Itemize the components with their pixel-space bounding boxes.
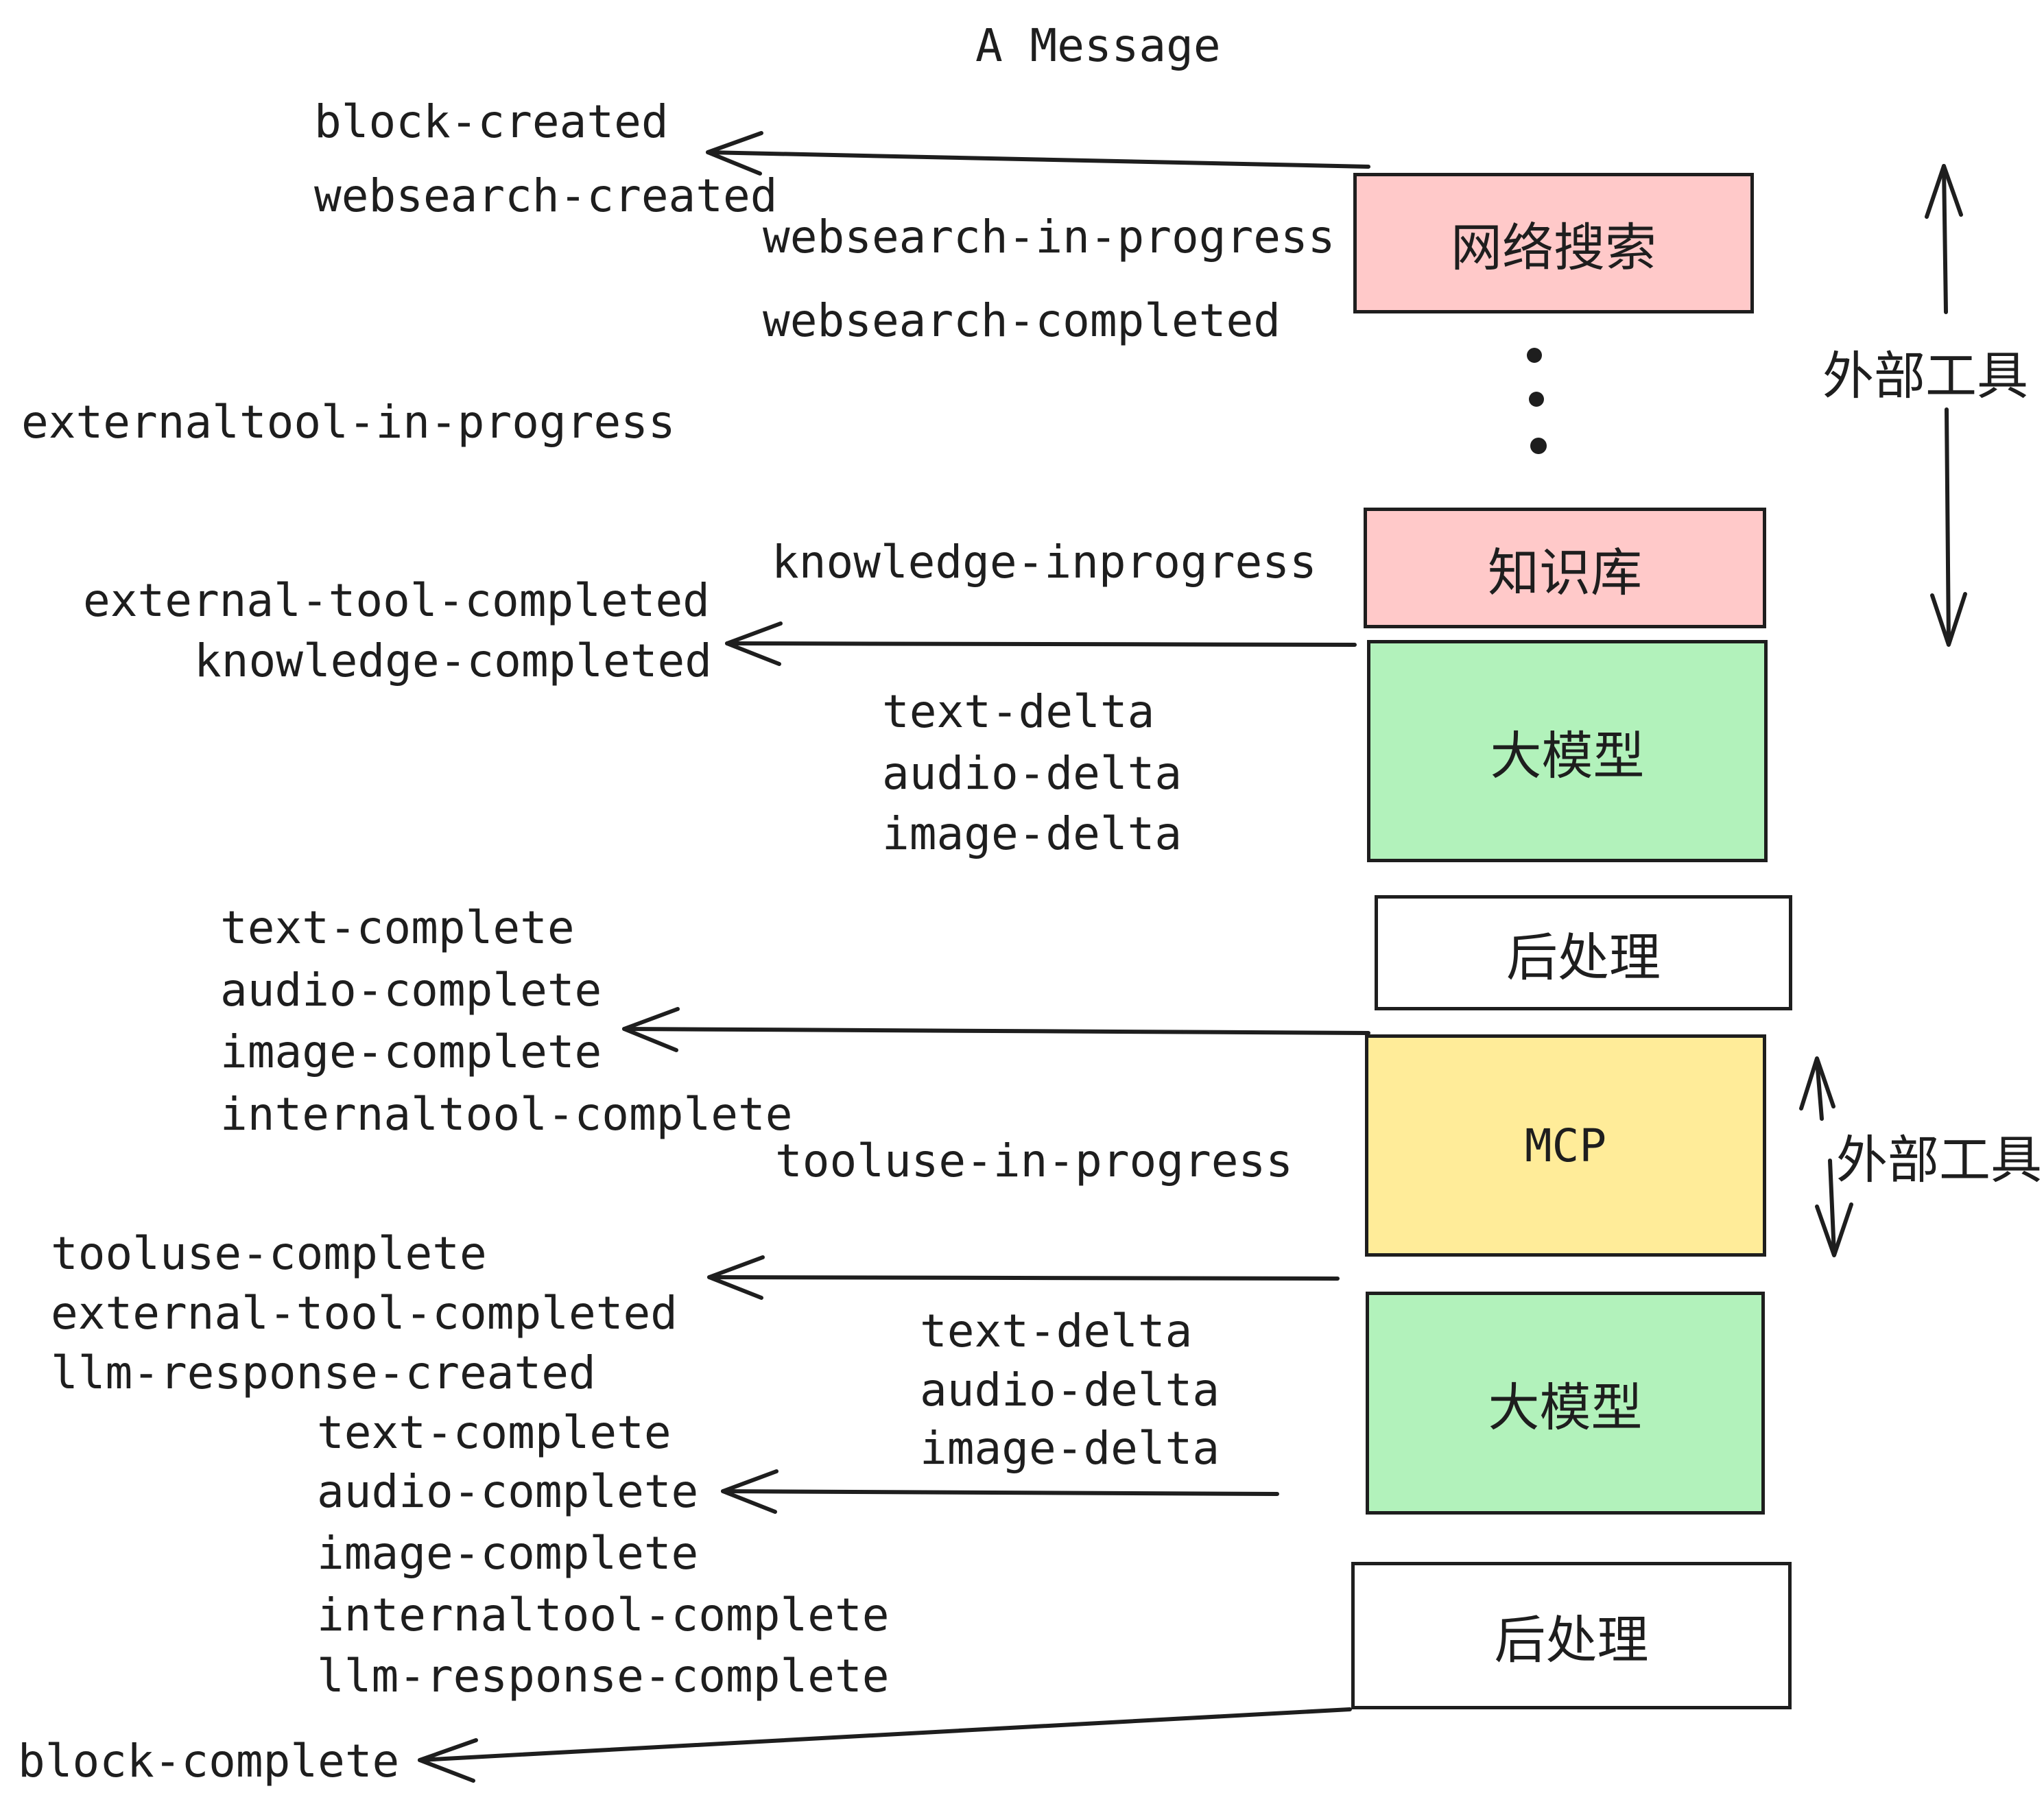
event-audio-complete: audio-complete xyxy=(317,1465,699,1518)
box-llm-bottom-label: 大模型 xyxy=(1488,1377,1643,1438)
event-externaltool-in-progress: externaltool-in-progress xyxy=(21,396,676,449)
event-image-complete: image-complete xyxy=(317,1527,699,1580)
box-websearch: 网络搜索 xyxy=(1353,173,1754,313)
event-audio-delta: audio-delta xyxy=(920,1364,1220,1416)
box-knowledge-label: 知识库 xyxy=(1487,542,1642,603)
event-tooluse-in-progress: tooluse-in-progress xyxy=(775,1135,1293,1187)
event-internaltool-complete: internaltool-complete xyxy=(220,1088,793,1141)
event-websearch-created: websearch-created xyxy=(314,169,778,222)
event-websearch-completed: websearch-completed xyxy=(763,294,1281,347)
event-llm-response-complete: llm-response-complete xyxy=(317,1650,890,1702)
double-arrow-external-tools-mcp xyxy=(1799,1056,1853,1257)
event-audio-complete: audio-complete xyxy=(220,964,602,1017)
box-postprocess-top: 后处理 xyxy=(1375,895,1792,1010)
box-mcp: MCP xyxy=(1365,1034,1766,1257)
event-audio-delta: audio-delta xyxy=(882,747,1183,800)
ellipsis-dots xyxy=(1527,348,1547,454)
box-llm-top: 大模型 xyxy=(1367,640,1768,862)
box-llm-bottom: 大模型 xyxy=(1366,1292,1765,1515)
box-llm-top-label: 大模型 xyxy=(1490,725,1645,786)
event-text-delta: text-delta xyxy=(882,685,1155,738)
event-external-tool-completed: external-tool-completed xyxy=(51,1287,678,1340)
box-knowledge-base: 知识库 xyxy=(1364,508,1766,628)
box-postprocess-bottom-label: 后处理 xyxy=(1494,1610,1649,1670)
arrow-to-knowledge-completed xyxy=(725,621,1357,666)
double-arrow-external-tools-top xyxy=(1925,164,1967,647)
arrow-to-tooluse-complete xyxy=(707,1255,1340,1300)
event-text-delta: text-delta xyxy=(920,1305,1193,1357)
event-external-tool-completed: external-tool-completed xyxy=(83,574,710,627)
arrow-websearch-to-created xyxy=(706,131,1370,176)
event-llm-response-created: llm-response-created xyxy=(51,1346,596,1399)
event-image-delta: image-delta xyxy=(920,1422,1220,1475)
label-external-tools-bottom: 外部工具 xyxy=(1836,1130,2043,1190)
event-text-complete: text-complete xyxy=(317,1406,672,1459)
event-image-delta: image-delta xyxy=(882,807,1183,860)
event-knowledge-completed: knowledge-completed xyxy=(194,634,712,687)
diagram-title: A Message xyxy=(975,19,1221,72)
event-block-complete: block-complete xyxy=(18,1735,400,1788)
event-image-complete: image-complete xyxy=(220,1025,602,1078)
arrow-to-block-complete xyxy=(418,1707,1352,1783)
arrow-to-audio-complete xyxy=(721,1469,1279,1514)
event-knowledge-inprogress: knowledge-inprogress xyxy=(772,536,1317,589)
box-mcp-label: MCP xyxy=(1524,1119,1607,1172)
event-block-created: block-created xyxy=(314,95,669,148)
box-postprocess-bottom: 后处理 xyxy=(1351,1562,1792,1709)
event-tooluse-complete: tooluse-complete xyxy=(51,1227,487,1280)
arrow-to-image-complete xyxy=(622,1007,1370,1052)
label-external-tools-top: 外部工具 xyxy=(1822,346,2029,406)
box-websearch-label: 网络搜索 xyxy=(1450,217,1656,278)
event-internaltool-complete: internaltool-complete xyxy=(317,1589,890,1641)
event-text-complete: text-complete xyxy=(220,901,575,954)
box-postprocess-top-label: 后处理 xyxy=(1506,927,1661,988)
event-websearch-in-progress: websearch-in-progress xyxy=(763,211,1335,263)
